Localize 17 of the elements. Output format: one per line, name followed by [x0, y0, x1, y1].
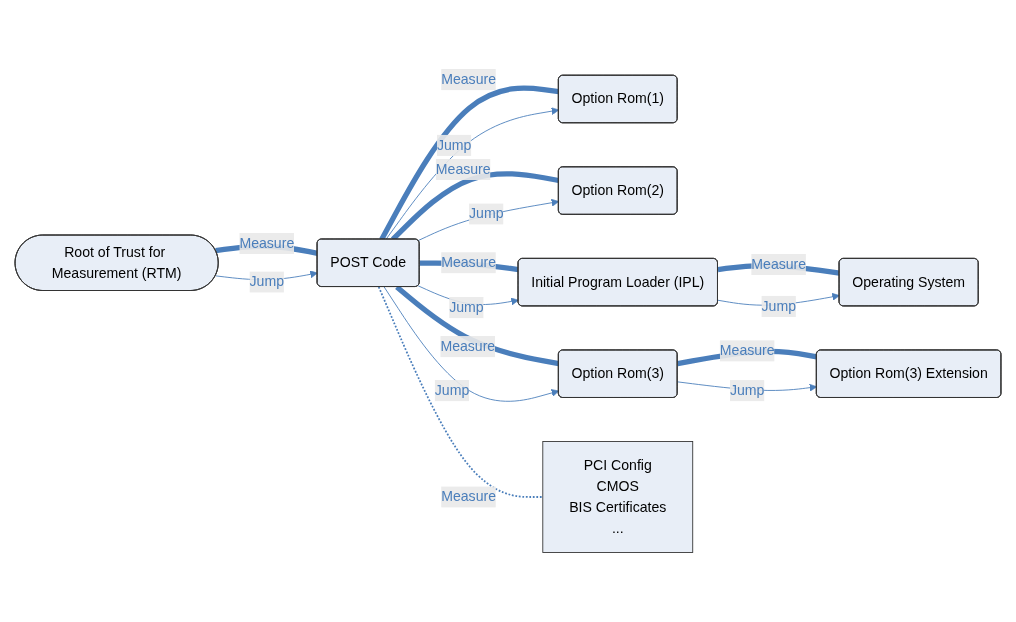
edge-label: Measure	[751, 256, 807, 272]
edge-label: Measure	[239, 235, 295, 251]
node-box: PCI Config CMOS BIS Certificates ...	[542, 441, 694, 554]
edge-label: Jump	[434, 382, 470, 398]
edge-label: Measure	[441, 489, 497, 505]
edge-label: Measure	[441, 255, 497, 271]
edge-label: Jump	[469, 206, 504, 222]
edge-label: Jump	[729, 382, 765, 398]
edge-label: Measure	[435, 161, 491, 177]
edge-label: Jump	[761, 298, 796, 314]
connector	[379, 85, 560, 241]
edge-label: Measure	[441, 71, 497, 87]
edge-label: Measure	[719, 343, 775, 359]
edge-label: Jump	[449, 299, 484, 315]
edge-label: Jump	[436, 137, 472, 153]
edge-label: Measure	[440, 338, 496, 354]
edge-label: Jump	[249, 274, 285, 290]
